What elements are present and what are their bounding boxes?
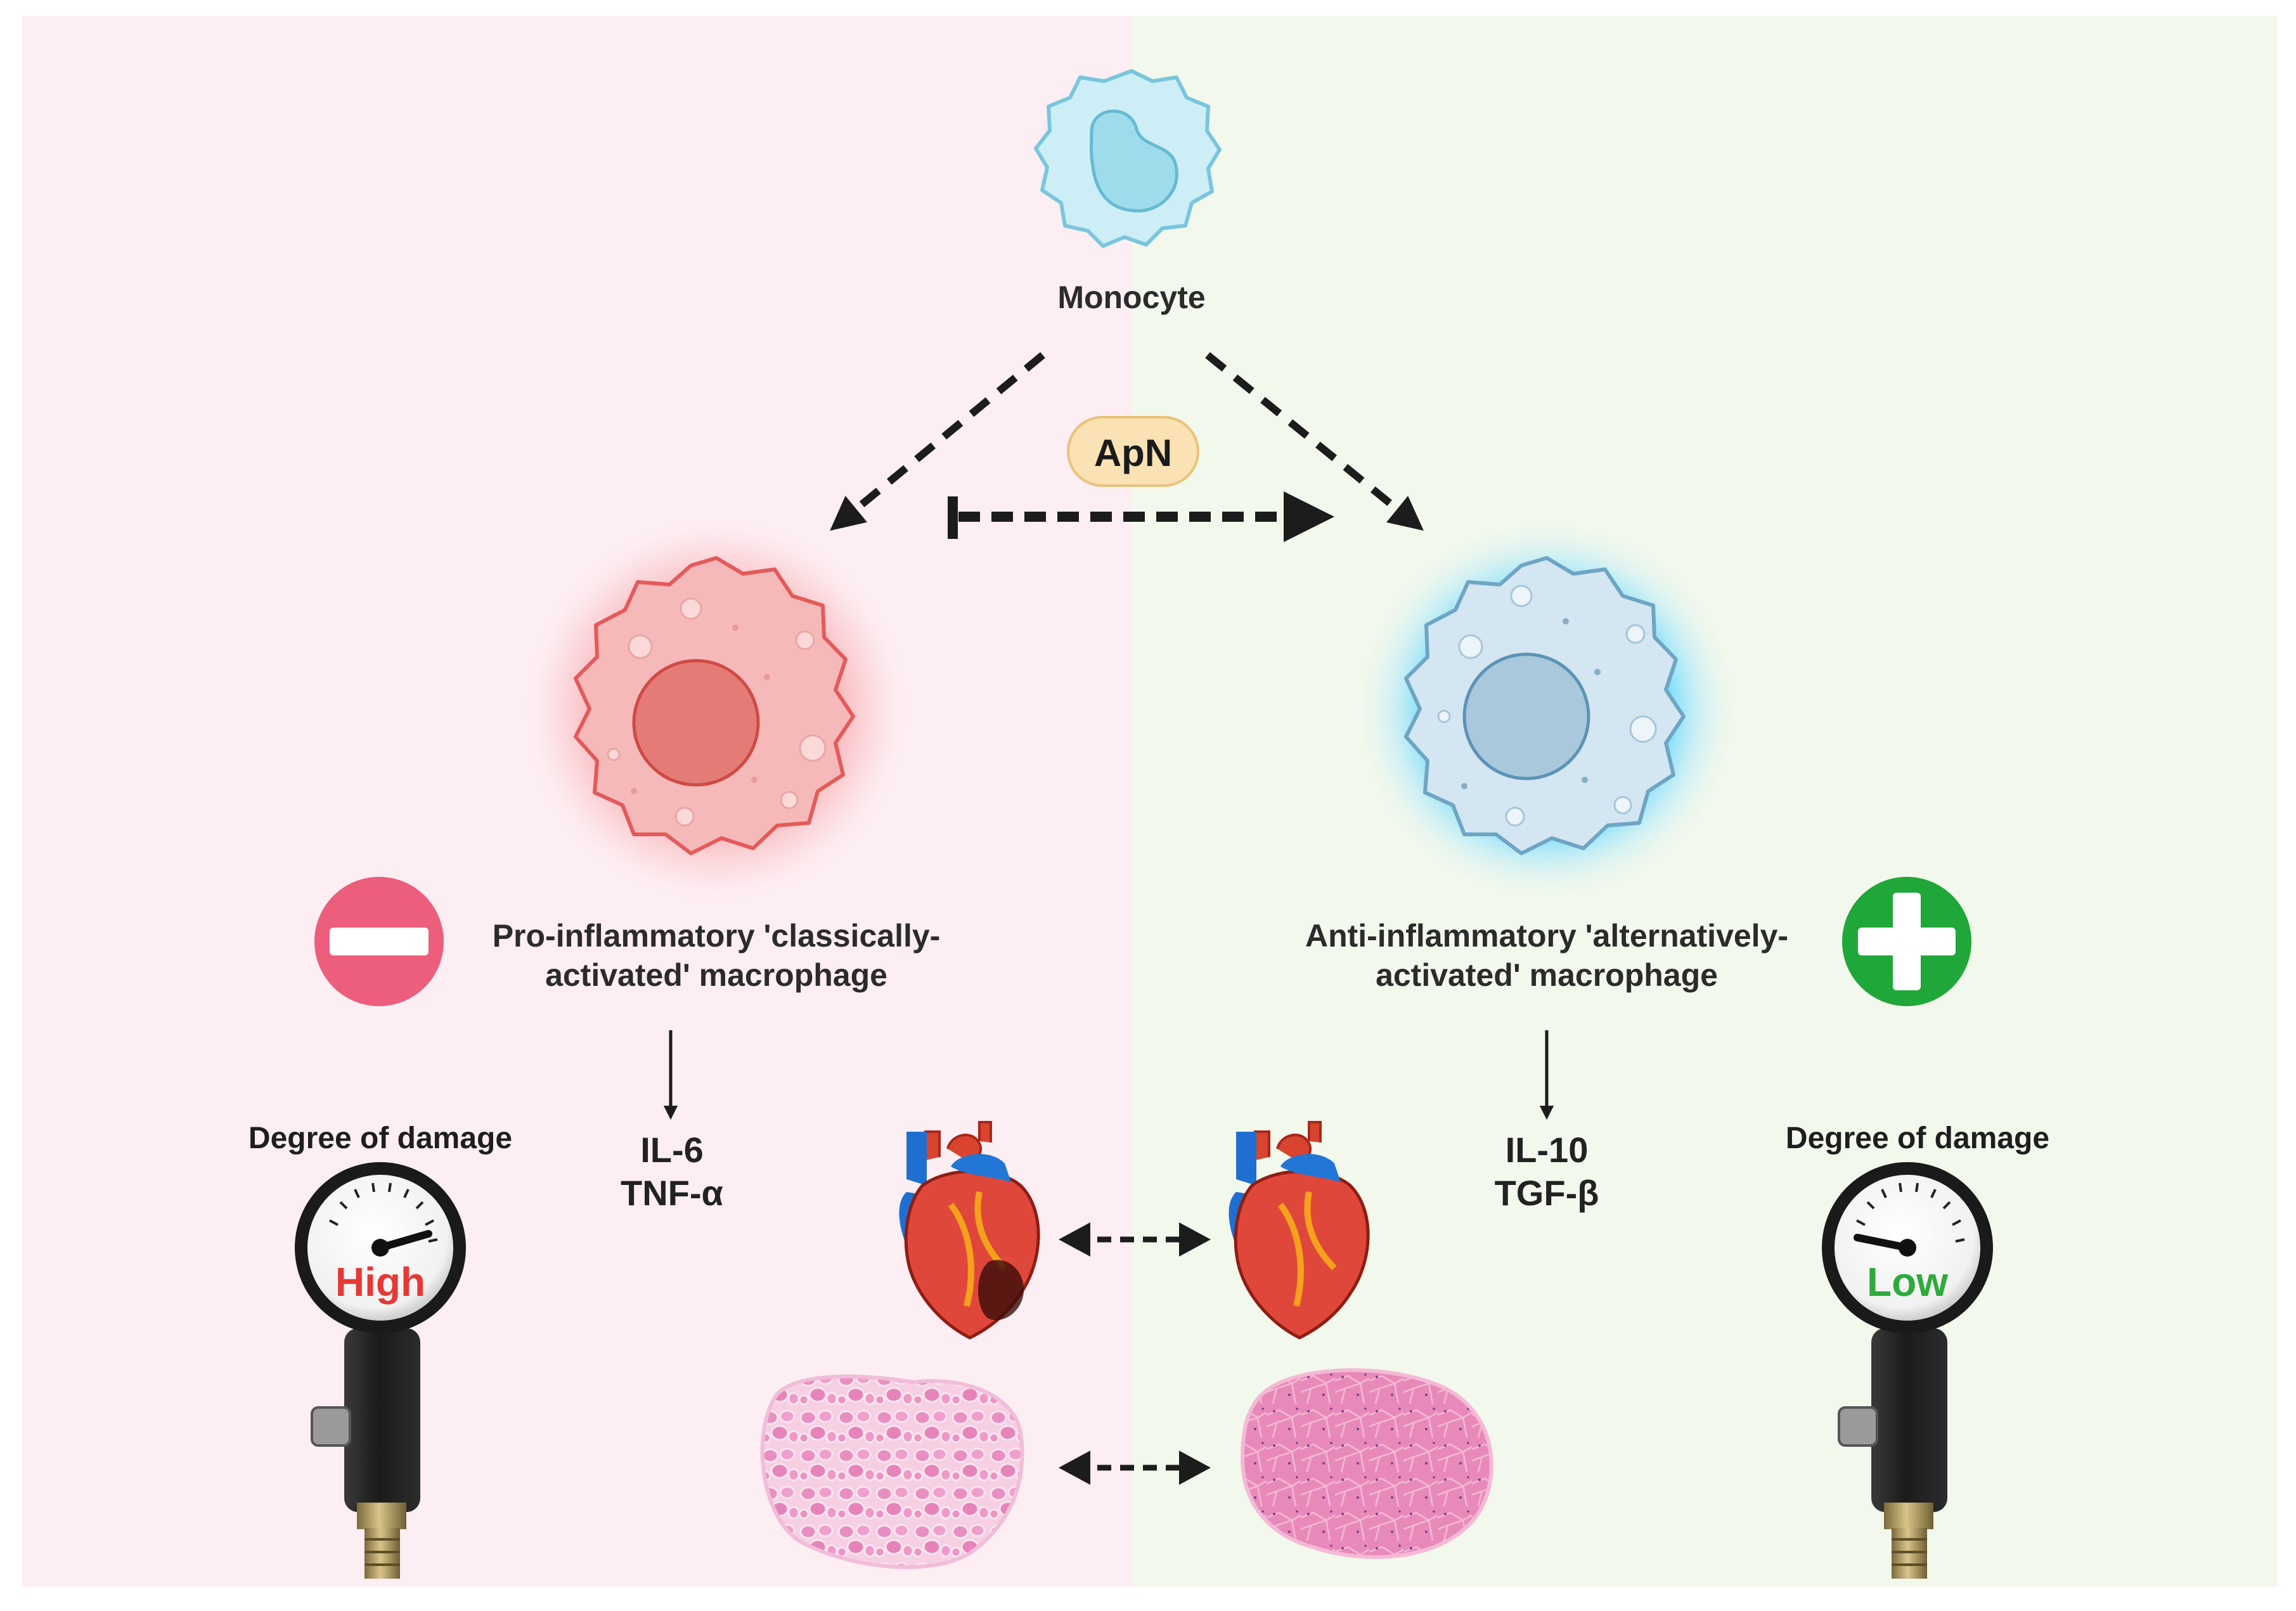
tissue-arrow-left	[1059, 1451, 1090, 1485]
pro-title-line-1: Pro-inflammatory 'classically-	[492, 918, 941, 954]
heart-arrow-left	[1059, 1222, 1090, 1257]
anti-title-line-1: Anti-inflammatory 'alternatively-	[1305, 918, 1789, 954]
pro-macrophage-title: Pro-inflammatory 'classically- activated…	[469, 916, 964, 995]
arrow-to-pro	[830, 352, 1045, 531]
anti-cytokine-tgf: TGF-β	[1494, 1173, 1599, 1213]
shift-arrowhead	[1284, 491, 1334, 542]
pressure-gauge-icon-left	[295, 1162, 466, 1579]
anti-inflammatory-macrophage	[1350, 514, 1743, 907]
pressure-gauge-icon-right	[1822, 1162, 1993, 1579]
apn-label: ApN	[1093, 432, 1173, 474]
pro-gauge-value: High	[335, 1259, 426, 1305]
pro-title-line-2: activated' macrophage	[545, 957, 887, 993]
pro-cytokine-tnf: TNF-α	[621, 1173, 723, 1213]
plus-icon	[1842, 877, 1971, 1006]
arrow-to-anti	[1205, 352, 1424, 531]
heart-healthy	[1229, 1121, 1370, 1340]
anti-macrophage-title: Anti-inflammatory 'alternatively- activa…	[1280, 916, 1813, 995]
muscle-tissue-damaged	[760, 1375, 1024, 1569]
tissue-arrow-right	[1179, 1451, 1211, 1485]
anti-title-line-2: activated' macrophage	[1376, 957, 1718, 993]
anti-cytokines: IL-10 TGF-β	[1445, 1129, 1648, 1215]
pro-cytokines: IL-6 TNF-α	[571, 1129, 773, 1215]
heart-arrow-right	[1179, 1222, 1211, 1257]
apn-pill	[1067, 416, 1199, 487]
pro-inflammatory-macrophage	[520, 514, 913, 907]
pro-damage-title: Degree of damage	[248, 1122, 513, 1155]
monocyte-label: Monocyte	[1057, 280, 1206, 315]
monocyte-cell	[1034, 69, 1222, 248]
anti-damage-title: Degree of damage	[1785, 1122, 2050, 1155]
anti-gauge-value: Low	[1867, 1259, 1948, 1305]
minus-icon	[314, 877, 444, 1006]
pro-cytokine-il6: IL-6	[640, 1130, 704, 1170]
anti-cytokine-il10: IL-10	[1505, 1130, 1589, 1170]
muscle-tissue-healthy	[1240, 1368, 1493, 1559]
heart-damaged	[899, 1121, 1040, 1340]
